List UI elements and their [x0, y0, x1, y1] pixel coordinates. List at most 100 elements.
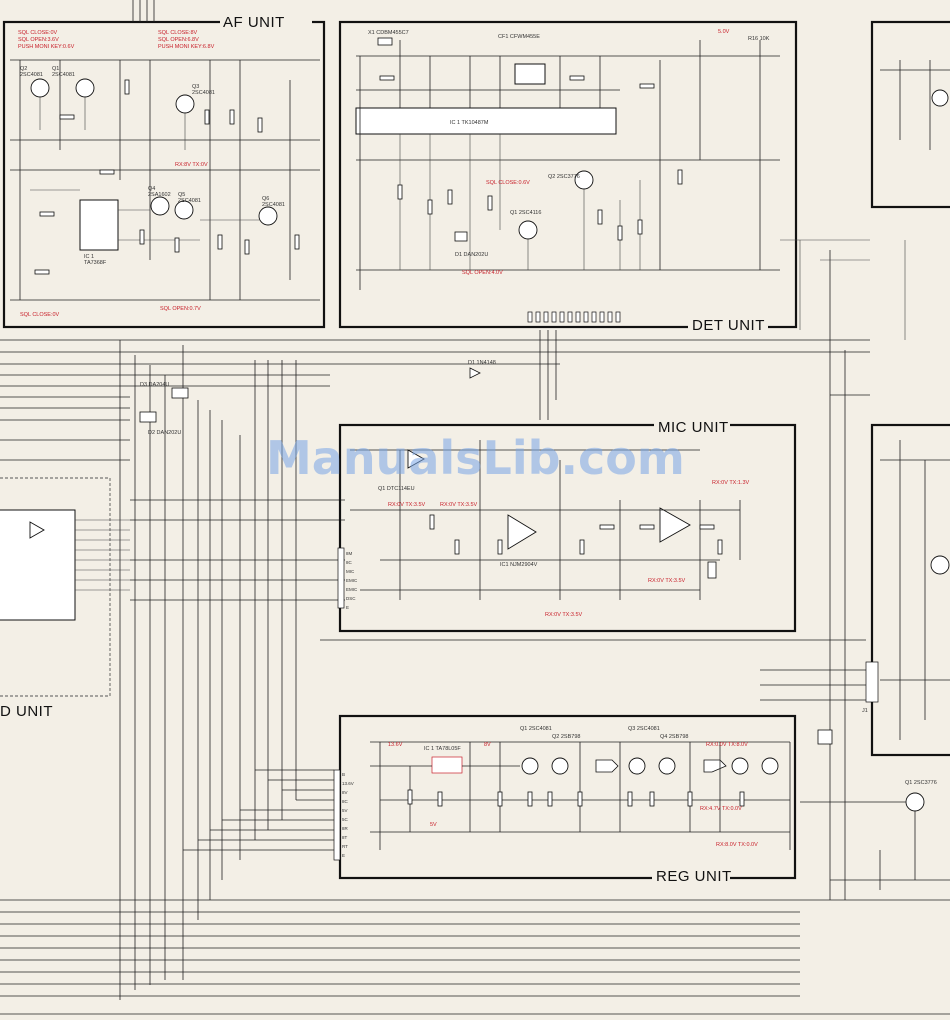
mic-pin-1: 8M — [346, 551, 353, 556]
mic-pin-2: 8C — [346, 560, 353, 565]
bottom-bus-wires — [0, 340, 950, 1000]
mic-note-2: RX:0V TX:3.5V — [440, 502, 478, 508]
af-unit-title: AF UNIT — [223, 14, 285, 31]
reg-pin-4: 8C — [342, 799, 349, 804]
det-ic1 — [355, 107, 617, 135]
det-note-3: SQL OPEN:4.0V — [462, 270, 503, 276]
reg-input-wires — [183, 769, 334, 851]
right-top-unit — [870, 20, 950, 209]
reg-note-5: RX:4.7V TX:0.0V — [700, 806, 742, 812]
mic-pin-7: E — [346, 605, 349, 610]
reg-pin-5: 5V — [342, 808, 348, 813]
af-transistor-q6 — [258, 206, 278, 226]
det-transistor-q1 — [518, 220, 538, 240]
diode-d1-label: D1 1N4148 — [468, 360, 496, 366]
right-mid-unit: J1 — [862, 423, 950, 757]
mic-unit: MIC UNIT Q1 DTC114EU IC1 NJM2904V RX:0V … — [337, 416, 797, 633]
reg-pin-1: B — [342, 772, 345, 777]
det-note-2: SQL CLOSE:0.6V — [486, 180, 530, 186]
det-cf1-label: CF1 CFWM455E — [498, 34, 540, 40]
mic-note-1: RX:0V TX:3.5V — [388, 502, 426, 508]
af-note-6: PUSH MONI KEY:6.8V — [158, 44, 215, 50]
reg-transistor-q2 — [551, 757, 569, 775]
mic-opamp-1 — [507, 514, 537, 550]
reg-q1-label: Q1 2SC4081 — [520, 726, 552, 732]
left-unit-title: D UNIT — [0, 703, 53, 720]
det-x1-label: X1 CDBM455C7 — [368, 30, 409, 36]
connector-j1-label: J1 — [862, 708, 868, 714]
af-transistor-q2 — [30, 78, 50, 98]
det-x1 — [377, 37, 393, 46]
right-top-wires — [880, 60, 950, 150]
af-transistor-q4 — [150, 196, 170, 216]
det-unit: DET UNIT IC 1 TK10487M CF1 CFWM455E X1 C… — [338, 20, 798, 334]
connector-j1 — [865, 661, 879, 703]
mic-unit-title: MIC UNIT — [658, 419, 729, 436]
det-q2-label: Q2 2SC3776 — [548, 174, 580, 180]
af-ic1 — [79, 199, 119, 251]
reg-pin-2: 13.6V — [342, 781, 354, 786]
watermark: ManualsLib.com — [266, 431, 685, 485]
reg-logic-gate-2 — [703, 759, 727, 773]
det-connector — [527, 311, 621, 323]
reg-note-4: RX:0.0V TX:8.0V — [706, 742, 748, 748]
af-transistor-q5 — [174, 200, 194, 220]
mic-ic1-label: IC1 NJM2904V — [500, 562, 538, 568]
det-d1 — [454, 231, 468, 242]
reg-transistor-q5 — [731, 757, 749, 775]
mic-connector: 8M 8C MIC EMIC EMIC DSC E — [337, 547, 358, 610]
af-top-bus — [132, 0, 155, 22]
mic-unit-border — [338, 423, 797, 633]
reg-pin-9: RT — [342, 844, 348, 849]
diode-d1 — [469, 367, 481, 379]
det-cf1 — [514, 63, 546, 85]
reg-ic1-label: IC 1 TA78L05F — [424, 746, 461, 752]
left-unit-partial: D UNIT — [0, 477, 130, 720]
reg-pin-6: 5C — [342, 817, 349, 822]
riser-wires — [539, 250, 870, 900]
mic-note-4: RX:0V TX:1.3V — [712, 480, 750, 486]
reg-q2-label: Q2 2SB798 — [552, 734, 580, 740]
det-q1-label: Q1 2SC4116 — [510, 210, 541, 216]
af-wires — [10, 59, 320, 301]
diode-d3-label: D3 DA204U — [140, 382, 169, 388]
af-note-2: SQL OPEN:3.6V — [18, 37, 59, 43]
det-d1-label: D1 DAN202U — [455, 252, 488, 258]
reg-transistor-q6 — [761, 757, 779, 775]
right-mid-wires — [780, 239, 906, 340]
diode-d2 — [139, 411, 157, 423]
reg-pin-7: 8R — [342, 826, 349, 831]
af-note-1: SQL CLOSE:0V — [18, 30, 58, 36]
af-note-8: SQL OPEN:0.7V — [160, 306, 201, 312]
reg-pin-8: 8T — [342, 835, 348, 840]
reg-connector: B 13.6V 8V 8C 5V 5C 8R 8T RT E — [333, 769, 354, 861]
right-q1-label: Q1 2SC3776 — [905, 780, 937, 786]
det-r16-label: R16 10K — [748, 36, 770, 42]
reg-note-3: 5V — [430, 822, 437, 828]
det-note-1: 5.0V — [718, 29, 730, 35]
reg-unit: REG UNIT IC 1 TA78L05F Q1 2SC4081 Q2 2SB… — [333, 714, 797, 885]
det-ic1-label: IC 1 TK10487M — [450, 120, 489, 126]
reg-note-2: 8V — [484, 742, 491, 748]
mic-pin-5: EMIC — [346, 587, 358, 592]
mic-note-3: RX:0V TX:3.5V — [648, 578, 686, 584]
right-mid-border — [870, 423, 950, 757]
mic-wires — [350, 440, 741, 600]
reg-transistor-q4 — [658, 757, 676, 775]
af-note-5: SQL OPEN:6.8V — [158, 37, 199, 43]
mic-note-5: RX:0V TX:3.5V — [545, 612, 583, 618]
diode-d3 — [171, 387, 189, 399]
left-to-mic-wires — [130, 499, 345, 601]
reg-unit-title: REG UNIT — [656, 868, 732, 885]
j1-wires — [320, 639, 866, 701]
left-unit-buffer — [29, 521, 45, 539]
mic-opamp-2 — [659, 507, 691, 543]
right-transistor-q1 — [905, 792, 925, 812]
